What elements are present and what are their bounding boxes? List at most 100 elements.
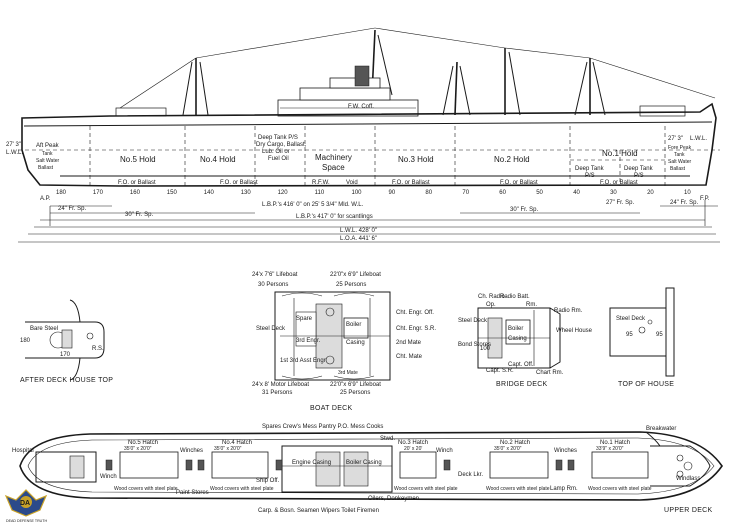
upper-lamp-rm: Lamp Rm. xyxy=(550,486,578,492)
frame-number-110: 110 xyxy=(315,190,325,196)
upper-bottom-row: Carp. & Bosn. Seamen Wipers Toilet Firem… xyxy=(258,508,379,514)
upper-winches: Winches xyxy=(180,448,203,454)
db-fo-2: F.O. or Ballast xyxy=(220,180,258,186)
aft-house-180: 180 xyxy=(20,338,31,344)
frame-number-10: 10 xyxy=(684,190,691,196)
no3-hold-label: No.3 Hold xyxy=(398,155,434,164)
bridge-capt-sr: Capt. S.R. xyxy=(486,368,514,374)
frame-number-100: 100 xyxy=(352,190,363,196)
upper-ship-off: Ship Off. xyxy=(256,478,280,484)
boat-boiler: Boiler xyxy=(346,322,361,328)
fw-coff-label: F.W. Coff. xyxy=(348,104,374,110)
boat-second-mate: 2nd Mate xyxy=(396,340,422,346)
hull-outline xyxy=(21,102,717,187)
bridge-deck: Ch. Radio Op. Radio Batt. Rm. Radio Rm. … xyxy=(458,294,593,388)
dim-fr-aft-2: 30" Fr. Sp. xyxy=(125,212,153,218)
frame-number-20: 20 xyxy=(647,190,654,196)
bridge-rm: Rm. xyxy=(526,302,537,308)
deep-tank-label-4: Fuel Oil xyxy=(268,156,289,162)
dim-lwl: L.W.L. 428' 0" xyxy=(340,228,377,234)
upper-breakwater: Breakwater xyxy=(646,426,676,432)
dimension-lines xyxy=(18,200,720,243)
dim-fr-mid: 30" Fr. Sp. xyxy=(510,207,538,213)
aft-house-170: 170 xyxy=(60,352,71,358)
frame-number-140: 140 xyxy=(204,190,215,196)
upper-no1-hatch: No.1 Hatch xyxy=(600,440,630,446)
deep-tank-label-2: Dry Cargo, Ballast, xyxy=(256,142,307,148)
db-fo-3: F.O. or Ballast xyxy=(392,180,430,186)
watermark-line2: DEAD DEFENSE TRUTH xyxy=(6,519,47,523)
boat-casing: Casing xyxy=(346,340,365,346)
upper-covers-5: Wood covers with steel plate xyxy=(588,486,652,492)
aft-house-caption: AFTER DECK HOUSE TOP xyxy=(20,377,113,384)
boat-steel-deck: Steel Deck xyxy=(256,326,286,332)
bridge-bond-stores: Bond Stores xyxy=(458,342,491,348)
bridge-radio-batt: Radio Batt. xyxy=(500,294,530,300)
top-house-steel-deck: Steel Deck xyxy=(616,316,646,322)
watermark-logo: DA DEAD DEFENSE TRUTH xyxy=(4,489,47,523)
upper-deck-plan: Spares Crew's Mess Pantry P.O. Mess Cook… xyxy=(12,424,723,514)
deep-tank-label-1: Deep Tank P/S xyxy=(258,135,298,141)
upper-paint-stores: Paint Stores xyxy=(176,490,209,496)
upper-no3-hatch: No.3 Hatch xyxy=(398,440,428,446)
top-of-house-caption: TOP OF HOUSE xyxy=(618,381,674,388)
fore-peak-label-3: Salt Water xyxy=(668,159,691,165)
aft-peak-label-4: Ballast xyxy=(38,165,54,171)
lwl-right: L.W.L. xyxy=(690,136,707,142)
boat-cht-engr-sr: Cht. Engr. S.R. xyxy=(396,326,436,332)
boat-persons-top-left: 30 Persons xyxy=(258,282,288,288)
upper-deck-lkr: Deck Lkr. xyxy=(458,472,483,478)
machinery-label-2: Space xyxy=(322,163,345,172)
upper-winch: Winch xyxy=(100,474,117,480)
bridge-capt-off: Capt. Off. xyxy=(508,362,534,368)
bridge-steel-deck: Steel Deck xyxy=(458,318,488,324)
fp-marker: F.P. xyxy=(700,196,710,202)
frame-number-160: 160 xyxy=(130,190,141,196)
frame-number-170: 170 xyxy=(93,190,104,196)
frame-number-130: 130 xyxy=(241,190,252,196)
boat-third-engr: 3rd Engr. xyxy=(296,338,321,344)
upper-covers-3: Wood covers with steel plate xyxy=(394,486,458,492)
bulkheads xyxy=(89,126,666,186)
top-house-95b: 95 xyxy=(656,332,663,338)
bridge-deck-caption: BRIDGE DECK xyxy=(496,381,548,388)
bridge-casing: Casing xyxy=(508,336,527,342)
boat-persons-top-right: 25 Persons xyxy=(336,282,366,288)
deep-tank-label-3: Lub. Oil or xyxy=(262,149,290,155)
dim-fr-aft: 24" Fr. Sp. xyxy=(58,206,86,212)
draft-left: 27' 3" xyxy=(6,142,21,148)
boat-spare: Spare xyxy=(296,316,313,322)
boat-lifeboat-bot-left: 24'x 8' Motor Lifeboat xyxy=(252,382,309,388)
frame-number-70: 70 xyxy=(462,190,469,196)
boat-cht-mate: Cht. Mate xyxy=(396,354,423,360)
boat-third-asst: 1st 3rd Asst Engr xyxy=(280,358,326,364)
frame-number-180: 180 xyxy=(56,190,67,196)
bridge-wheel-house: Wheel House xyxy=(556,328,593,334)
fore-peak-label-1: Fore Peak xyxy=(668,145,692,151)
upper-stwd: Stwd. xyxy=(380,436,395,442)
frame-number-80: 80 xyxy=(425,190,432,196)
frame-number-30: 30 xyxy=(610,190,617,196)
fwd-deep-tank-1a: Deep Tank xyxy=(575,166,605,172)
superstructure xyxy=(115,65,686,117)
fore-peak-label-2: Tank xyxy=(674,152,685,158)
boat-deck: 24'x 7'6" Lifeboat 30 Persons 22'0"x 6'9… xyxy=(252,272,436,412)
ap-marker: A.P. xyxy=(40,196,51,202)
upper-engine-casing: Engine Casing xyxy=(292,460,331,466)
upper-covers-2: Wood covers with steel plate xyxy=(210,486,274,492)
upper-winches-2: Winches xyxy=(554,448,577,454)
boat-persons-bot-right: 25 Persons xyxy=(340,390,370,396)
upper-no1-dim: 33'9" x 20'0" xyxy=(596,446,624,452)
boat-lifeboat-top-right: 22'0"x 6'9" Lifeboat xyxy=(330,272,381,278)
frame-number-50: 50 xyxy=(536,190,543,196)
fwd-deep-tank-2a: Deep Tank xyxy=(624,166,654,172)
boat-third-mate: 3rd Mate xyxy=(338,370,358,376)
aft-house-rs: R.S. xyxy=(92,346,104,352)
aft-peak-label-3: Salt Water xyxy=(36,158,59,164)
watermark-line1: DA xyxy=(20,500,30,507)
upper-covers-1: Wood covers with steel plate xyxy=(114,486,178,492)
bridge-ch-radio: Ch. Radio xyxy=(478,294,505,300)
db-rfw: R.F.W. xyxy=(312,180,330,186)
